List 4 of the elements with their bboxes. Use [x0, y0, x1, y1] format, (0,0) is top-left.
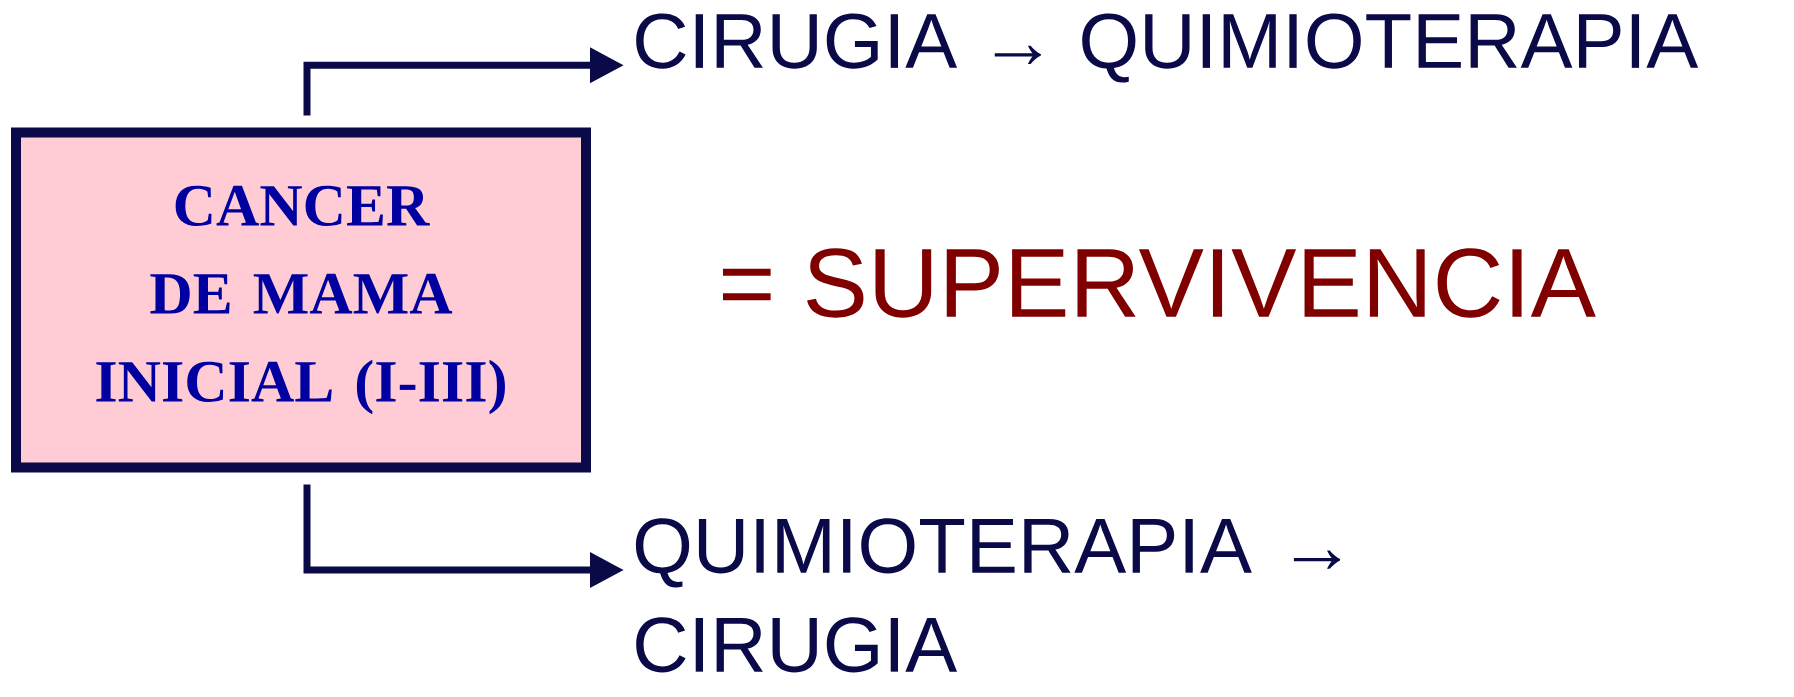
treatment-text: CIRUGIA → QUIMIOTERAPIA — [636, 13, 1699, 83]
treatment-text: QUIMIOTERAPIA → CIRUGIA — [635, 518, 1341, 673]
stage-box: CANCER DE MAMA INICIAL (I-III) — [11, 127, 591, 473]
result-text: = SUPERVIVENCIA — [723, 248, 1596, 318]
